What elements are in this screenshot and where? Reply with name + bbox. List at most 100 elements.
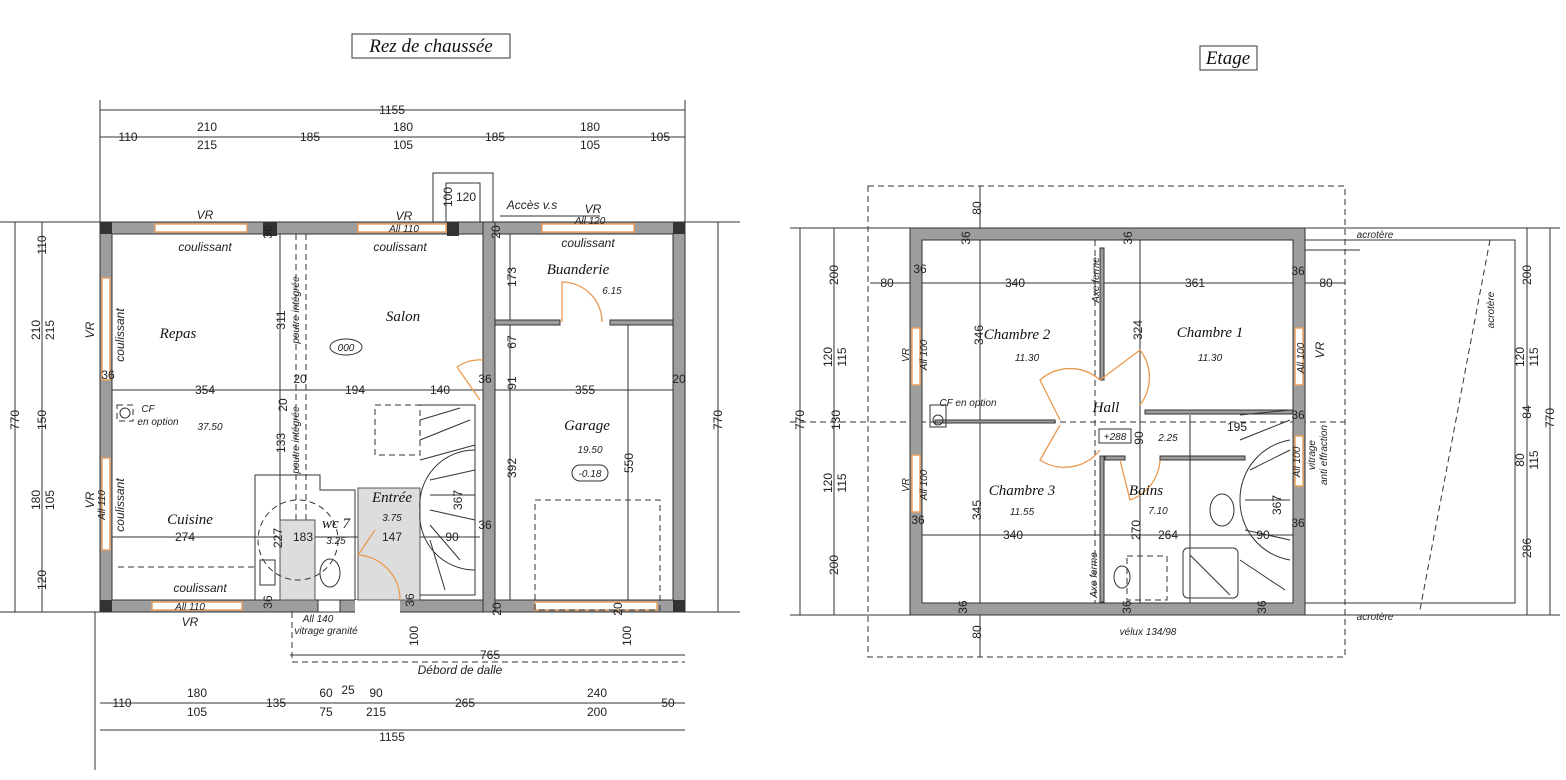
dimension-label: 185	[300, 130, 320, 144]
window	[911, 454, 921, 513]
chambre-3-label: Chambre 3	[989, 483, 1056, 499]
dimension-label: 1155	[379, 103, 405, 117]
ground-floor-plan	[0, 33, 740, 770]
dimension-label: 20	[672, 372, 686, 386]
dimension-label: 240	[587, 686, 607, 700]
dimension-label: 36	[261, 595, 275, 609]
dimension-label: 367	[1270, 495, 1284, 515]
salon-label: Salon	[386, 309, 420, 325]
dimension-label: 36	[1291, 516, 1305, 530]
window	[541, 223, 635, 233]
dimension-label: 180	[187, 686, 207, 700]
wc-area-label: 3.25	[326, 536, 346, 547]
repas-label: Repas	[159, 326, 197, 342]
dimension-label: 105	[187, 705, 207, 719]
chambre-1-label: Chambre 1	[1177, 325, 1244, 341]
coulissant-left-2-label: coulissant	[113, 478, 127, 532]
dimension-label: 215	[43, 320, 57, 340]
dimension-label: 130	[829, 410, 843, 430]
dimension-label: 140	[430, 383, 450, 397]
dimension-label: 36	[1291, 264, 1305, 278]
coulissant-left-label: coulissant	[113, 308, 127, 362]
dimension-label: 770	[793, 410, 807, 430]
window	[1294, 435, 1304, 487]
dimension-label: 274	[175, 530, 195, 544]
chambre-2-label: Chambre 2	[984, 327, 1051, 343]
acrotere-top-label: acrotère	[1357, 230, 1394, 241]
bains-label: Bains	[1129, 483, 1163, 499]
acrotere-right-label: acrotère	[1486, 291, 1497, 328]
dimension-label: 100	[407, 626, 421, 646]
all-120-label: All 120	[574, 216, 606, 227]
velux-label: vélux 134/98	[1120, 627, 1177, 638]
dimension-label: 115	[1527, 347, 1541, 366]
dimension-label: 20	[490, 602, 504, 616]
dimension-label: 340	[1005, 276, 1025, 290]
dimension-label: 75	[319, 705, 333, 719]
acrotere-bottom-label: acrotère	[1357, 612, 1394, 623]
dimension-label: 91	[505, 376, 519, 390]
dimension-label: 36	[956, 600, 970, 614]
dimension-label: 110	[35, 235, 49, 254]
cf-label: CF	[141, 404, 155, 415]
level-salon-label: 000	[338, 343, 355, 354]
dimension-label: 36	[1120, 600, 1134, 614]
dimension-label: 361	[1185, 276, 1205, 290]
staircase	[1189, 409, 1291, 603]
level-hall-label: +288	[1104, 432, 1127, 443]
dimension-label: 20	[276, 398, 290, 412]
dimension-label: 550	[622, 453, 636, 473]
upper-title-box	[1199, 45, 1258, 71]
dimension-label: 367	[451, 490, 465, 510]
dimension-label: 324	[1131, 320, 1145, 340]
coulissant-bottom-label: coulissant	[173, 581, 227, 595]
vitrage-label: vitrage	[1307, 440, 1318, 470]
bains-area-label: 7.10	[1148, 506, 1168, 517]
vr-right-label: VR	[1313, 341, 1327, 358]
dimension-label: 90	[445, 530, 459, 544]
dimension-label: 36	[1121, 231, 1135, 245]
garage-label: Garage	[564, 418, 610, 434]
dimension-label: 195	[1227, 420, 1247, 434]
dimension-label: 36	[478, 372, 492, 386]
dimension-label: 215	[366, 705, 386, 719]
dimension-label: 173	[505, 267, 519, 287]
garage-area-label: 19.50	[577, 445, 602, 456]
dimension-label: 133	[274, 433, 288, 453]
chambre-1-area-label: 11.30	[1198, 353, 1223, 364]
dimension-label: 345	[970, 500, 984, 520]
axe-ferme-2-label: Axe ferme	[1089, 552, 1100, 599]
dimension-label: 84	[1520, 405, 1534, 419]
coulissant-1-label: coulissant	[178, 240, 232, 254]
dimension-label: 105	[580, 138, 600, 152]
dimension-label: 1155	[379, 730, 405, 744]
dimension-label: 90	[1256, 528, 1270, 542]
dimension-label: 50	[661, 696, 675, 710]
dimension-label: 36	[403, 593, 417, 607]
dimension-label: 36	[1255, 600, 1269, 614]
dimension-label: 147	[382, 530, 402, 544]
window	[101, 277, 111, 381]
level-marker	[1098, 428, 1132, 444]
all-110-bottom-label: All 110	[174, 602, 205, 613]
dimension-label: 346	[972, 325, 986, 345]
dimension-label: 100	[620, 626, 634, 646]
en-option-label: en option	[137, 417, 179, 428]
dimension-label: 355	[575, 383, 595, 397]
dimension-label: 36	[913, 262, 927, 276]
dimension-label: 36	[101, 368, 115, 382]
dimension-label: 770	[8, 410, 22, 430]
staircase	[374, 404, 476, 596]
dimension-label: 20	[489, 225, 503, 239]
dimension-label: 105	[43, 490, 57, 510]
dimension-label: 100	[441, 187, 455, 207]
dimension-label: 36	[478, 518, 492, 532]
dimension-label: 36	[911, 513, 925, 527]
vr-left-1-label: VR	[901, 348, 912, 362]
dimension-label: 80	[970, 625, 984, 639]
dimension-label: 200	[587, 705, 607, 719]
dimension-label: 36	[261, 225, 275, 239]
entree-label: Entrée	[371, 490, 412, 506]
dimension-label: 270	[1129, 520, 1143, 540]
